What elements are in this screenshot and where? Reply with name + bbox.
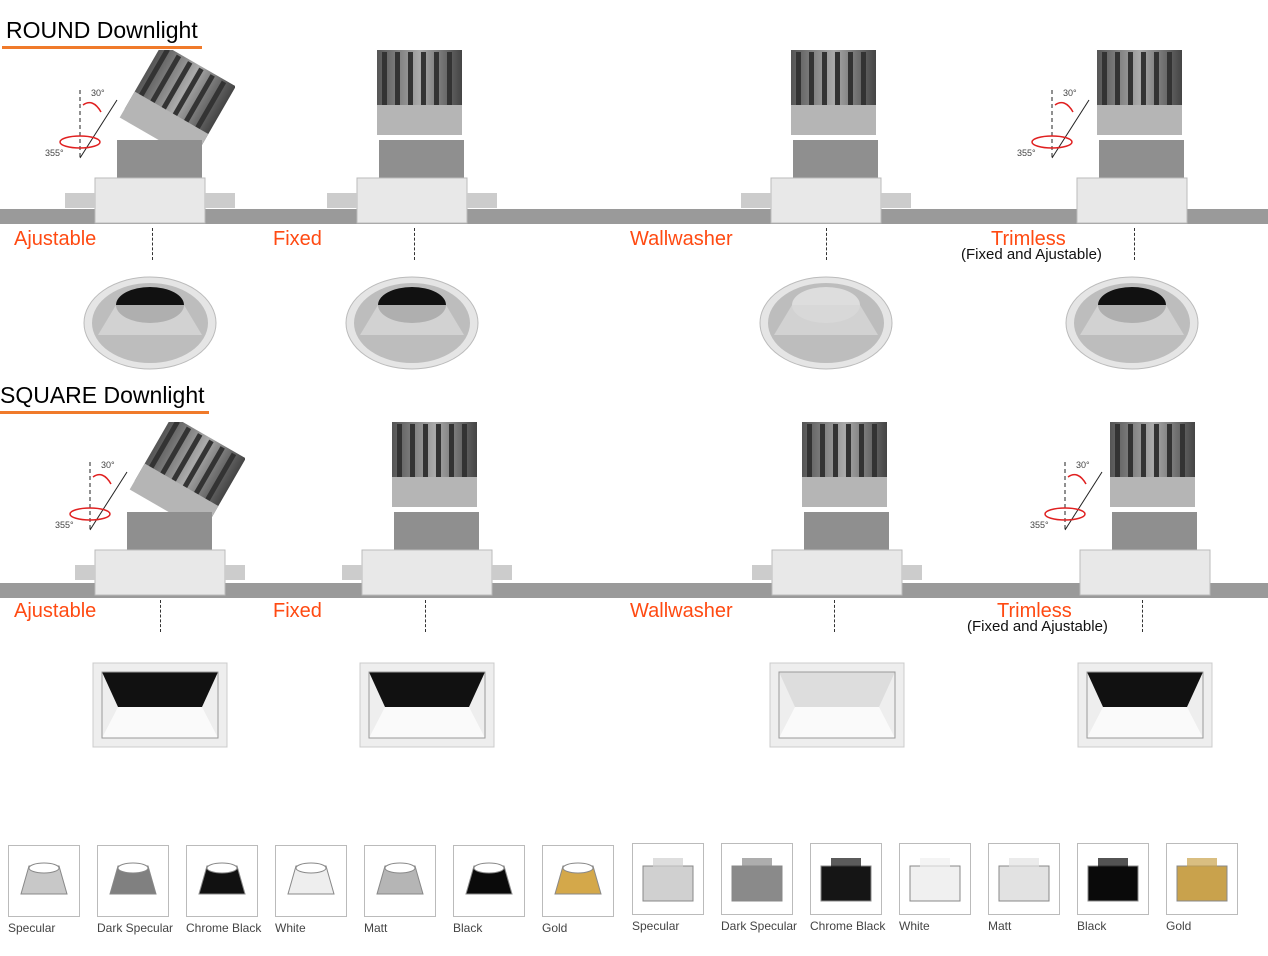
- square-type-label-0: Ajustable: [14, 600, 97, 622]
- square-fixture-1: [342, 422, 512, 597]
- square-trim-0: [92, 662, 228, 748]
- round-divider-3: [1134, 228, 1135, 260]
- round-type-label-0: Ajustable: [14, 228, 97, 250]
- finishes_square-label-4: Matt: [988, 919, 1012, 933]
- round-trim-3: [1064, 275, 1200, 371]
- square-trim-3: [1077, 662, 1213, 748]
- finishes_square-swatch-5[interactable]: [1077, 843, 1149, 915]
- finishes_round-swatch-2[interactable]: [186, 845, 258, 917]
- finishes_square-label-3: White: [899, 919, 930, 933]
- square-rotate-angle: 355°: [1030, 520, 1049, 530]
- finishes_round-label-4: Matt: [364, 921, 388, 935]
- round-divider-2: [826, 228, 827, 260]
- finishes_square-label-6: Gold: [1166, 919, 1192, 933]
- square-type-sub-3: (Fixed and Ajustable): [967, 618, 1108, 635]
- square-trim-1: [359, 662, 495, 748]
- finishes_round-label-3: White: [275, 921, 306, 935]
- round-fixture-3: [1047, 50, 1217, 225]
- round-tilt-angle: 30°: [91, 88, 105, 98]
- round-tilt-angle: 30°: [1063, 88, 1077, 98]
- finishes_square-swatch-0[interactable]: [632, 843, 704, 915]
- square-type-label-1: Fixed: [273, 600, 322, 622]
- square-fixture-0: [75, 422, 245, 597]
- square-trim-2: [769, 662, 905, 748]
- square-angle-diagram-1: 30° 355°: [1030, 460, 1110, 537]
- round-angle-diagram-1: 30° 355°: [1017, 88, 1097, 165]
- finishes_round-swatch-4[interactable]: [364, 845, 436, 917]
- square-divider-3: [1142, 600, 1143, 632]
- finishes_square-label-5: Black: [1077, 919, 1107, 933]
- square-fixture-2: [752, 422, 922, 597]
- round-trim-0: [82, 275, 218, 371]
- square-tilt-angle: 30°: [101, 460, 115, 470]
- ceiling-line-square: [0, 583, 1268, 598]
- square-divider-1: [425, 600, 426, 632]
- round-trim-1: [344, 275, 480, 371]
- finishes_round-swatch-5[interactable]: [453, 845, 525, 917]
- finishes_square-label-0: Specular: [632, 919, 680, 933]
- round-type-label-3: Trimless: [991, 228, 1066, 250]
- square-type-label-2: Wallwasher: [630, 600, 733, 622]
- finishes_round-label-2: Chrome Black: [186, 921, 262, 935]
- round-rotate-angle: 355°: [45, 148, 64, 158]
- round-fixture-0: [65, 50, 235, 225]
- round-trim-2: [758, 275, 894, 371]
- finishes_square-swatch-2[interactable]: [810, 843, 882, 915]
- finishes_round-swatch-3[interactable]: [275, 845, 347, 917]
- round-fixture-1: [327, 50, 497, 225]
- finishes_square-label-1: Dark Specular: [721, 919, 798, 933]
- square-divider-2: [834, 600, 835, 632]
- finishes_round-label-0: Specular: [8, 921, 56, 935]
- round-angle-diagram-0: 30° 355°: [45, 88, 125, 165]
- square-angle-diagram-0: 30° 355°: [55, 460, 135, 537]
- finishes_square-swatch-4[interactable]: [988, 843, 1060, 915]
- finishes_square-swatch-6[interactable]: [1166, 843, 1238, 915]
- round-divider-0: [152, 228, 153, 260]
- square-divider-0: [160, 600, 161, 632]
- square-fixture-3: [1060, 422, 1230, 597]
- finishes_round-swatch-1[interactable]: [97, 845, 169, 917]
- round-type-sub-3: (Fixed and Ajustable): [961, 246, 1102, 263]
- finishes_square-swatch-3[interactable]: [899, 843, 971, 915]
- round-type-label-1: Fixed: [273, 228, 322, 250]
- finishes_round-label-6: Gold: [542, 921, 568, 935]
- square-section-title: SQUARE Downlight: [0, 381, 209, 414]
- round-divider-1: [414, 228, 415, 260]
- round-rotate-angle: 355°: [1017, 148, 1036, 158]
- finishes_square-swatch-1[interactable]: [721, 843, 793, 915]
- square-tilt-angle: 30°: [1076, 460, 1090, 470]
- finishes_round-label-5: Black: [453, 921, 483, 935]
- ceiling-line-round: [0, 209, 1268, 224]
- round-fixture-2: [741, 50, 911, 225]
- square-type-label-3: Trimless: [997, 600, 1072, 622]
- round-section-title: ROUND Downlight: [2, 16, 202, 49]
- finishes_round-swatch-0[interactable]: [8, 845, 80, 917]
- square-rotate-angle: 355°: [55, 520, 74, 530]
- finishes_round-swatch-6[interactable]: [542, 845, 614, 917]
- round-type-label-2: Wallwasher: [630, 228, 733, 250]
- finishes_square-label-2: Chrome Black: [810, 919, 886, 933]
- finishes_round-label-1: Dark Specular: [97, 921, 174, 935]
